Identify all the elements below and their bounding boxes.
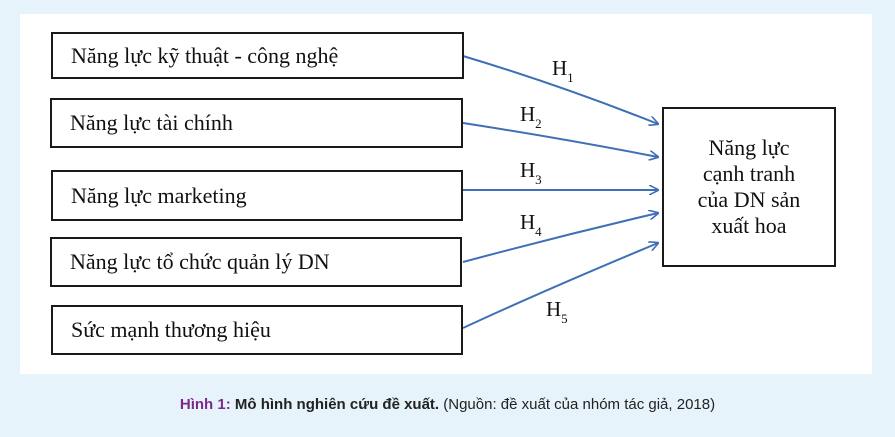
factor-label: Năng lực kỹ thuật - công nghệ <box>71 42 339 68</box>
caption-source: (Nguồn: đề xuất của nhóm tác giả, 2018) <box>439 396 716 413</box>
arrow-h5 <box>462 243 658 329</box>
hypothesis-label-h1: H1 <box>552 56 574 85</box>
arrow-h4 <box>462 213 658 263</box>
caption-number: Hình 1 <box>179 396 226 413</box>
hypothesis-label-h3: H3 <box>520 158 542 187</box>
factor-box-technology: Năng lực kỹ thuật - công nghệ <box>51 32 464 79</box>
factor-label: Năng lực marketing <box>71 182 247 208</box>
outcome-line: Năng lực <box>708 135 790 160</box>
arrow-h1 <box>462 55 658 124</box>
outcome-box: Năng lực cạnh tranh của DN sản xuất hoa <box>662 107 836 267</box>
factor-label: Năng lực tài chính <box>70 110 233 135</box>
factor-box-marketing: Năng lực marketing <box>51 170 463 221</box>
factor-label: Sức mạnh thương hiệu <box>71 317 271 342</box>
caption-colon: : <box>225 396 235 413</box>
figure-caption: Hình 1: Mô hình nghiên cứu đề xuất. (Ngu… <box>0 396 895 413</box>
outcome-line: xuất hoa <box>711 213 787 238</box>
outcome-line: của DN sản <box>697 187 801 212</box>
hypothesis-label-h5: H5 <box>546 297 568 326</box>
hypothesis-label-h4: H4 <box>520 210 542 239</box>
factor-box-brand: Sức mạnh thương hiệu <box>51 305 463 355</box>
outcome-line: cạnh tranh <box>702 161 796 186</box>
factor-label: Năng lực tổ chức quản lý DN <box>70 249 330 274</box>
caption-title: Mô hình nghiên cứu đề xuất. <box>234 396 440 413</box>
hypothesis-label-h2: H2 <box>520 102 542 131</box>
factor-box-management: Năng lực tổ chức quản lý DN <box>50 237 462 287</box>
factor-box-finance: Năng lực tài chính <box>50 98 463 148</box>
arrow-h2 <box>462 122 658 157</box>
